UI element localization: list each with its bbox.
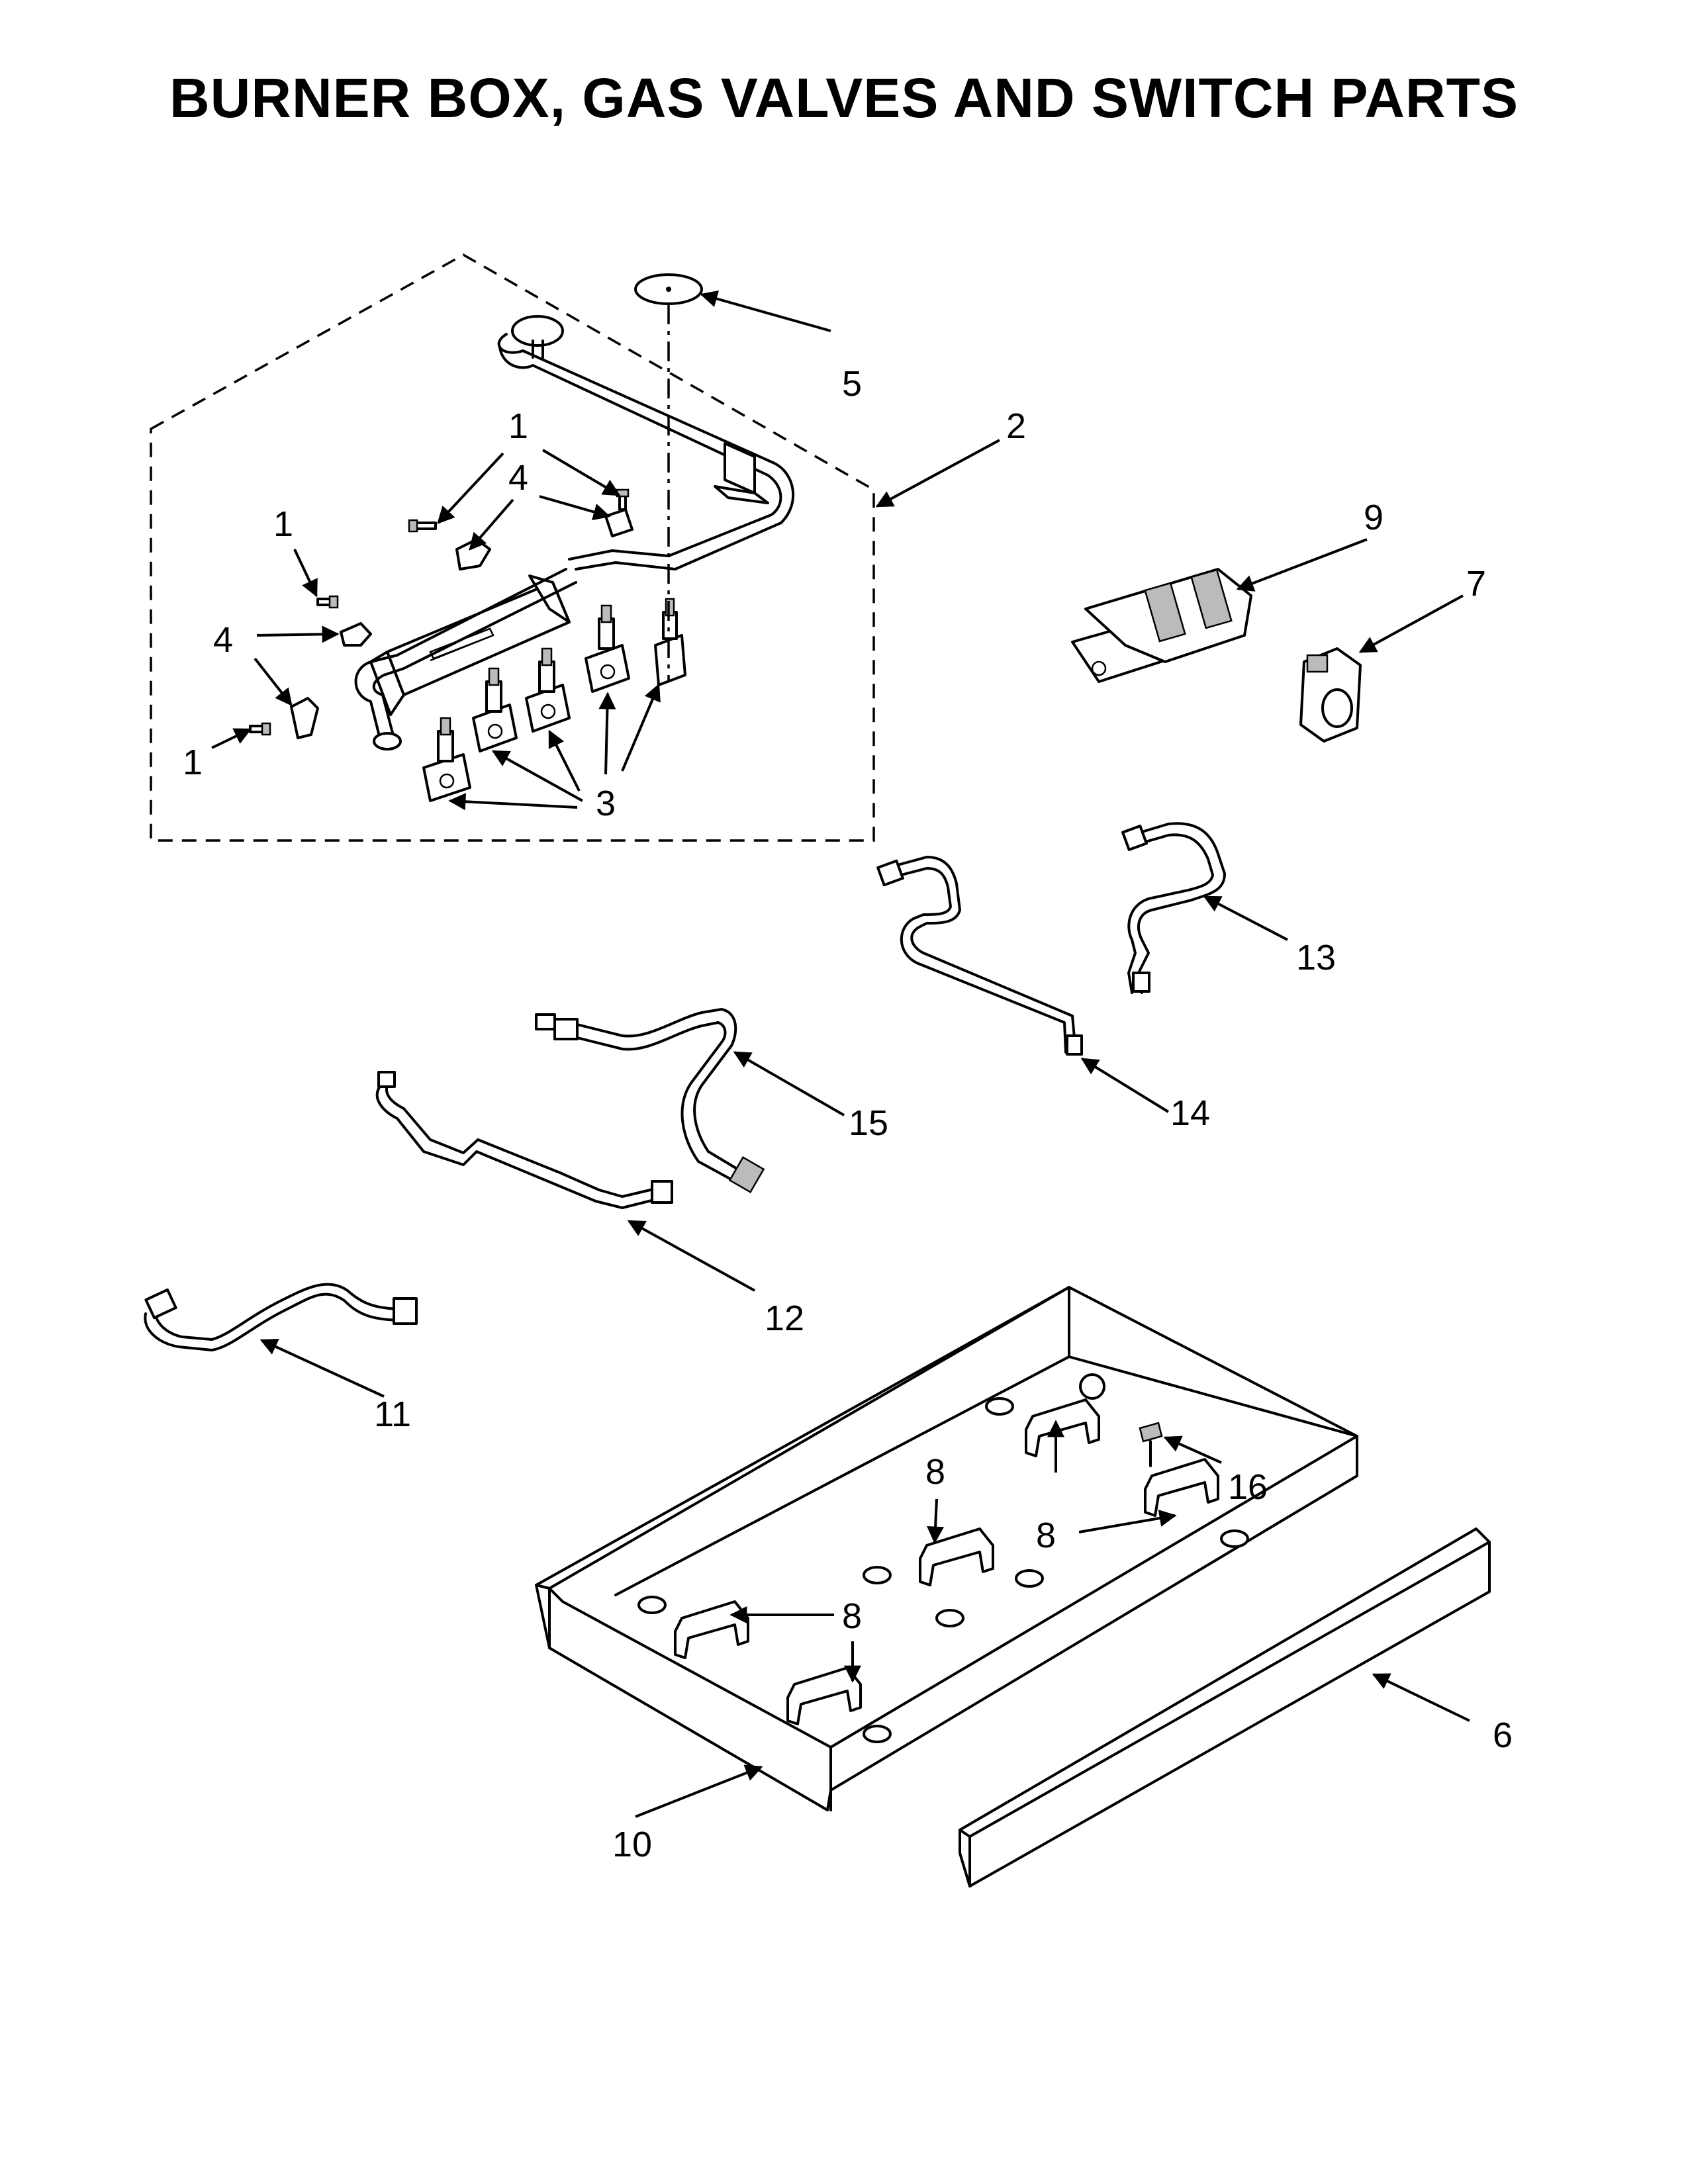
callout-8-left: 8 [842,1596,862,1636]
page-title: BURNER BOX, GAS VALVES AND SWITCH PARTS [169,67,1519,129]
callout-11: 11 [374,1394,411,1434]
gas-valve-4 [585,604,630,693]
clip-left-lower [290,697,319,739]
leader-lines [211,290,1470,1818]
pressure-regulator [1299,647,1362,743]
clip-left-upper [340,622,372,647]
burner-box-assembly [150,253,875,842]
gas-valve-2 [472,667,518,752]
callout-4-top: 4 [508,458,528,498]
spark-module [1071,568,1252,683]
gas-valve-3 [525,647,571,733]
bracket-8c [1144,1458,1219,1517]
callout-10: 10 [612,1825,652,1864]
gas-valve-5 [654,598,686,686]
assembly-boundary [150,253,875,842]
screw-4 [249,722,271,736]
screw-3 [316,595,339,609]
gas-tube-15 [535,1008,765,1194]
callout-8-top: 8 [925,1452,945,1492]
front-panel [959,1527,1491,1888]
callout-3: 3 [596,784,616,823]
callout-5: 5 [842,364,862,404]
valve-bracket [354,568,577,751]
callout-1-left: 1 [273,504,293,544]
gas-tube-13 [1121,822,1226,994]
callout-7: 7 [1466,564,1486,604]
burner-box [535,1286,1358,1811]
callout-1-top: 1 [508,406,528,446]
callout-13: 13 [1296,938,1336,978]
manifold-pipe [497,315,795,570]
callout-9: 9 [1364,498,1383,537]
gas-tube-12 [375,1071,673,1209]
callout-15: 15 [849,1103,888,1143]
callout-4-left: 4 [213,620,233,660]
callout-16: 16 [1228,1467,1268,1507]
callout-12: 12 [765,1298,804,1338]
gas-tube-14 [876,856,1083,1056]
screw-1 [408,519,437,533]
callout-8-right: 8 [1036,1516,1056,1555]
screw-2 [616,488,630,511]
callout-14: 14 [1170,1093,1210,1133]
gas-valve-1 [422,717,471,802]
callout-6: 6 [1493,1715,1513,1755]
callout-2: 2 [1006,406,1026,446]
callout-1-bottom: 1 [183,743,203,782]
gas-tube-11 [144,1283,418,1351]
screw-16 [1139,1422,1163,1467]
callout-labels: 5 2 1 4 1 4 1 3 9 7 13 14 15 12 11 8 16 … [183,364,1513,1864]
clip-top [604,508,633,537]
